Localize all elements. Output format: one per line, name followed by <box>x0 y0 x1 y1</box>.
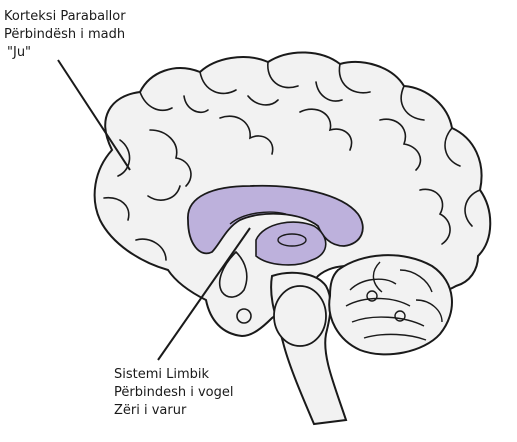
limbic-label-line3: Zëri i varur <box>114 403 187 418</box>
mammillary-body <box>236 308 252 324</box>
bottom-pointer-line <box>157 227 251 361</box>
limbic-label-line2: Përbindesh i vogel <box>114 385 234 400</box>
cortex-label-line3: "Ju" <box>7 45 32 60</box>
top-pointer-line <box>57 59 131 171</box>
limbic-label: Sistemi Limbik Përbindesh i vogel Zëri i… <box>114 366 233 420</box>
limbic-system <box>187 184 364 255</box>
limbic-label-line1: Sistemi Limbik <box>114 367 210 382</box>
cortex-label-line1: Korteksi Paraballor <box>4 9 126 24</box>
thalamus-inner <box>277 233 307 247</box>
hypothalamus <box>218 250 248 298</box>
cortex-label: Korteksi Paraballor Përbindësh i madh "J… <box>4 8 126 62</box>
cortex-label-line2: Përbindësh i madh <box>4 27 126 42</box>
cerebellum <box>328 254 453 356</box>
fornix-curve <box>229 211 287 225</box>
cerebellum-folia <box>345 261 443 341</box>
cortex-folds <box>103 61 481 261</box>
pons <box>273 285 327 347</box>
thalamus-region <box>255 221 327 266</box>
